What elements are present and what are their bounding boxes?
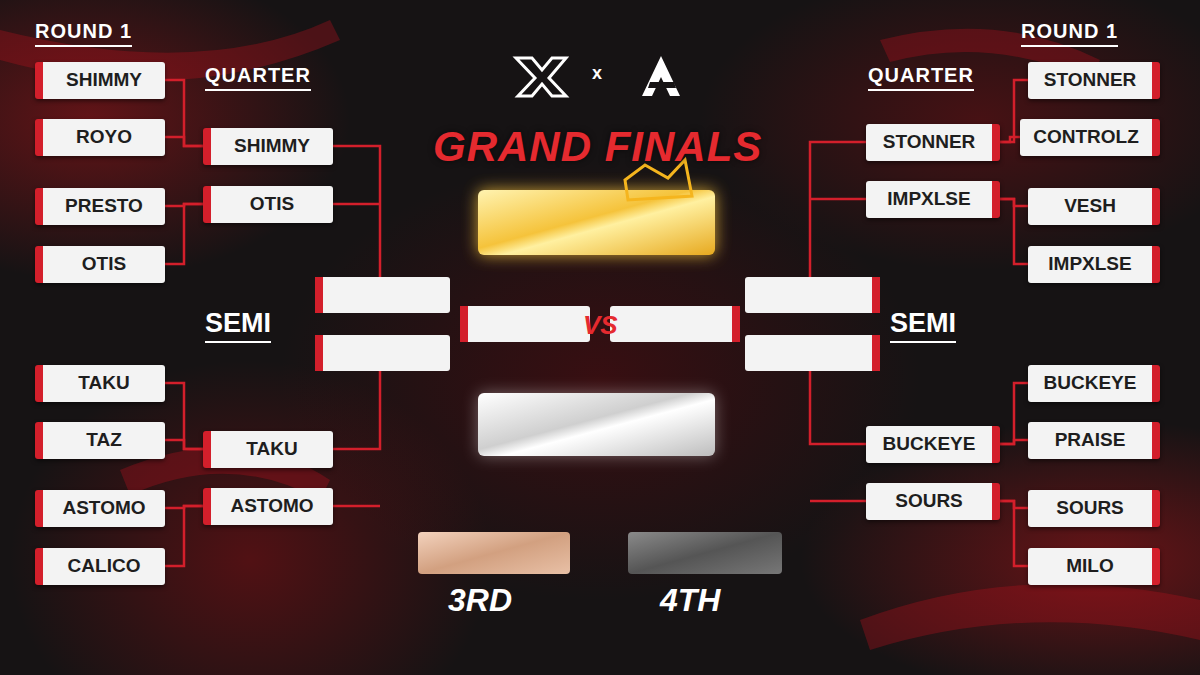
player-name: STONNER bbox=[873, 131, 986, 153]
player-name: STONNER bbox=[1034, 69, 1147, 91]
glow bbox=[478, 190, 715, 255]
round-header: SEMI bbox=[890, 308, 956, 343]
bracket-connector bbox=[1000, 440, 1028, 444]
bracket-connector bbox=[1000, 199, 1028, 264]
player-name: SOURS bbox=[1046, 497, 1134, 519]
player-box: SOURS bbox=[1028, 490, 1160, 527]
logo bbox=[516, 56, 680, 96]
bracket-connector bbox=[1000, 383, 1028, 444]
player-box: IMPXLSE bbox=[866, 181, 1000, 218]
player-name: TAZ bbox=[76, 429, 132, 451]
player-box: MILO bbox=[1028, 548, 1160, 585]
final-slot bbox=[460, 306, 590, 342]
player-name: IMPXLSE bbox=[877, 188, 980, 210]
versus-mark: VS bbox=[583, 310, 618, 341]
bracket-connector bbox=[165, 137, 203, 146]
player-name: BUCKEYE bbox=[873, 433, 986, 455]
third-slot bbox=[418, 532, 570, 574]
player-name: TAKU bbox=[236, 438, 307, 460]
player-box: PRAISE bbox=[1028, 422, 1160, 459]
bracket-connector bbox=[165, 204, 203, 264]
bracket-connector bbox=[165, 383, 203, 449]
player-box: PRESTO bbox=[35, 188, 165, 225]
player-name: IMPXLSE bbox=[1038, 253, 1141, 275]
player-box: BUCKEYE bbox=[866, 426, 1000, 463]
player-box: ROYO bbox=[35, 119, 165, 156]
player-name: VESH bbox=[1054, 195, 1126, 217]
player-box: TAKU bbox=[35, 365, 165, 402]
bracket-connector bbox=[1000, 501, 1028, 566]
final-slot bbox=[610, 306, 740, 342]
round-header: SEMI bbox=[205, 308, 271, 343]
player-name: OTIS bbox=[72, 253, 136, 275]
round-header: QUARTER bbox=[205, 64, 311, 91]
player-name: SHIMMY bbox=[224, 135, 320, 157]
round-header: ROUND 1 bbox=[1021, 20, 1118, 47]
player-box: CONTROLZ bbox=[1020, 119, 1160, 156]
player-box: VESH bbox=[1028, 188, 1160, 225]
bracket-line bbox=[332, 142, 866, 506]
bracket-connector bbox=[165, 80, 203, 146]
player-name: OTIS bbox=[240, 193, 304, 215]
place-label: 4TH bbox=[660, 582, 720, 619]
glow bbox=[478, 393, 715, 456]
player-name: PRESTO bbox=[55, 195, 153, 217]
round-header: QUARTER bbox=[868, 64, 974, 91]
player-box: TAZ bbox=[35, 422, 165, 459]
player-name: ROYO bbox=[66, 126, 142, 148]
player-name: CONTROLZ bbox=[1023, 126, 1149, 148]
player-box: CALICO bbox=[35, 548, 165, 585]
round-header: ROUND 1 bbox=[35, 20, 132, 47]
winner-slot bbox=[478, 190, 715, 255]
player-name: MILO bbox=[1056, 555, 1124, 577]
player-box: OTIS bbox=[35, 246, 165, 283]
runner-up-slot bbox=[478, 393, 715, 456]
brush-stroke bbox=[0, 20, 1200, 650]
player-box: SHIMMY bbox=[35, 62, 165, 99]
player-name: TAKU bbox=[68, 372, 139, 394]
bracket-connector bbox=[165, 506, 203, 566]
player-name: ASTOMO bbox=[52, 497, 155, 519]
player-box: TAKU bbox=[203, 431, 333, 468]
slot-strip bbox=[460, 306, 468, 342]
logo-separator: x bbox=[592, 63, 602, 84]
player-name: SOURS bbox=[885, 490, 973, 512]
slot-strip bbox=[732, 306, 740, 342]
player-name: PRAISE bbox=[1045, 429, 1136, 451]
bracket-connector bbox=[1000, 137, 1020, 142]
player-box: ASTOMO bbox=[203, 488, 333, 525]
fourth-slot bbox=[628, 532, 782, 574]
player-name: BUCKEYE bbox=[1034, 372, 1147, 394]
title: GRAND FINALS bbox=[433, 123, 762, 171]
player-box: IMPXLSE bbox=[1028, 246, 1160, 283]
player-box: BUCKEYE bbox=[1028, 365, 1160, 402]
player-box: ASTOMO bbox=[35, 490, 165, 527]
bracket-connector bbox=[165, 440, 203, 449]
player-box: SHIMMY bbox=[203, 128, 333, 165]
player-box: SOURS bbox=[866, 483, 1000, 520]
player-box: STONNER bbox=[1028, 62, 1160, 99]
player-box: STONNER bbox=[866, 124, 1000, 161]
player-box: OTIS bbox=[203, 186, 333, 223]
semi-slot bbox=[315, 277, 880, 371]
player-name: SHIMMY bbox=[56, 69, 152, 91]
place-label: 3RD bbox=[448, 582, 512, 619]
player-name: ASTOMO bbox=[220, 495, 323, 517]
player-name: CALICO bbox=[58, 555, 151, 577]
